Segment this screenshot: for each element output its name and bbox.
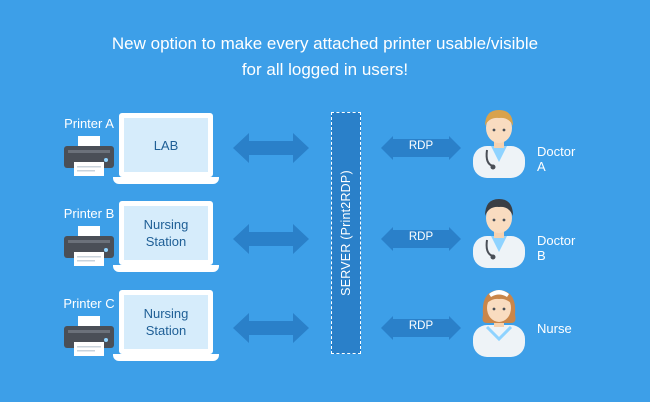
screen-label-line-2: Station [145, 234, 187, 249]
screen-label-line-2: Station [145, 323, 187, 338]
printer-icon [64, 226, 114, 266]
doctor-avatar-icon [473, 199, 525, 268]
printer-icon [64, 316, 114, 356]
doctor-avatar-icon [473, 110, 525, 178]
screen-label-line-1: Nursing [143, 217, 189, 232]
rdp-label: RDP [408, 140, 434, 152]
double-arrow-icon [233, 313, 309, 343]
laptop-screen: Nursing Station [119, 290, 213, 354]
server-label: SERVER (Print2RDP) [339, 170, 353, 296]
laptop-base [113, 354, 219, 361]
laptop-screen: Nursing Station [119, 201, 213, 265]
rdp-label: RDP [408, 320, 434, 332]
user-label: Doctor A [537, 144, 576, 174]
laptop-screen: LAB [119, 113, 213, 177]
double-arrow-icon [233, 224, 309, 254]
printer-icon [64, 136, 114, 176]
printer-label: Printer B [63, 206, 115, 221]
laptop-base [113, 265, 219, 272]
laptop-base [113, 177, 219, 184]
screen-label-line-1: Nursing [143, 306, 189, 321]
diagram-title-line-1: New option to make every attached printe… [111, 34, 539, 53]
printer-label: Printer A [64, 116, 114, 131]
printer-label: Printer C [63, 296, 115, 311]
screen-label-line-1: LAB [153, 137, 179, 153]
rdp-arrow-icon [381, 316, 461, 340]
laptop: Nursing Station [113, 201, 219, 272]
double-arrow-icon [233, 133, 309, 163]
rdp-arrow-icon [381, 227, 461, 251]
laptop: LAB [113, 113, 219, 184]
user-label: Doctor B [537, 233, 576, 263]
diagram-title-line-2: for all logged in users! [241, 60, 409, 79]
rdp-arrow-icon [381, 136, 461, 160]
rdp-label: RDP [408, 231, 434, 243]
user-label: Nurse [537, 321, 572, 336]
nurse-avatar-icon [473, 290, 525, 357]
server-box: SERVER (Print2RDP) [331, 112, 361, 354]
laptop: Nursing Station [113, 290, 219, 361]
